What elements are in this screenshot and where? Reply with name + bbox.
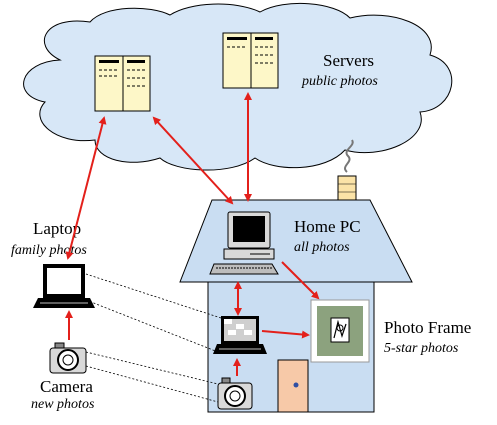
laptop-subtitle: family photos: [11, 243, 87, 258]
photo-frame-icon: [310, 299, 370, 363]
chimney-icon: [337, 175, 357, 205]
home-pc-subtitle: all photos: [294, 240, 350, 255]
camera-icon: [49, 342, 87, 374]
desktop-computer-icon: [209, 211, 279, 275]
arrow-server1-laptop: [65, 116, 107, 260]
server-document-icon: [222, 32, 279, 89]
door-icon: [277, 359, 309, 413]
servers-subtitle: public photos: [301, 74, 378, 89]
smoke-icon: [344, 139, 354, 173]
sync-line: [85, 351, 219, 385]
photo-frame-subtitle: 5-star photos: [384, 341, 459, 356]
laptop-icon: [213, 316, 267, 354]
arrow-laptop-frame: [261, 330, 310, 339]
arrow-homepc-frame: [281, 261, 320, 300]
sync-line: [85, 365, 219, 403]
home-pc-title: Home PC: [294, 217, 361, 236]
server-document-icon: [94, 55, 151, 112]
camera-subtitle: new photos: [31, 397, 95, 412]
camera-title: Camera: [40, 377, 93, 396]
arrow-server1-homepc: [152, 116, 234, 205]
camera-icon: [217, 377, 253, 410]
photo-frame-title: Photo Frame: [384, 318, 471, 337]
laptop-icon: [33, 264, 95, 308]
sync-line: [85, 299, 219, 353]
servers-title: Servers: [323, 51, 374, 70]
